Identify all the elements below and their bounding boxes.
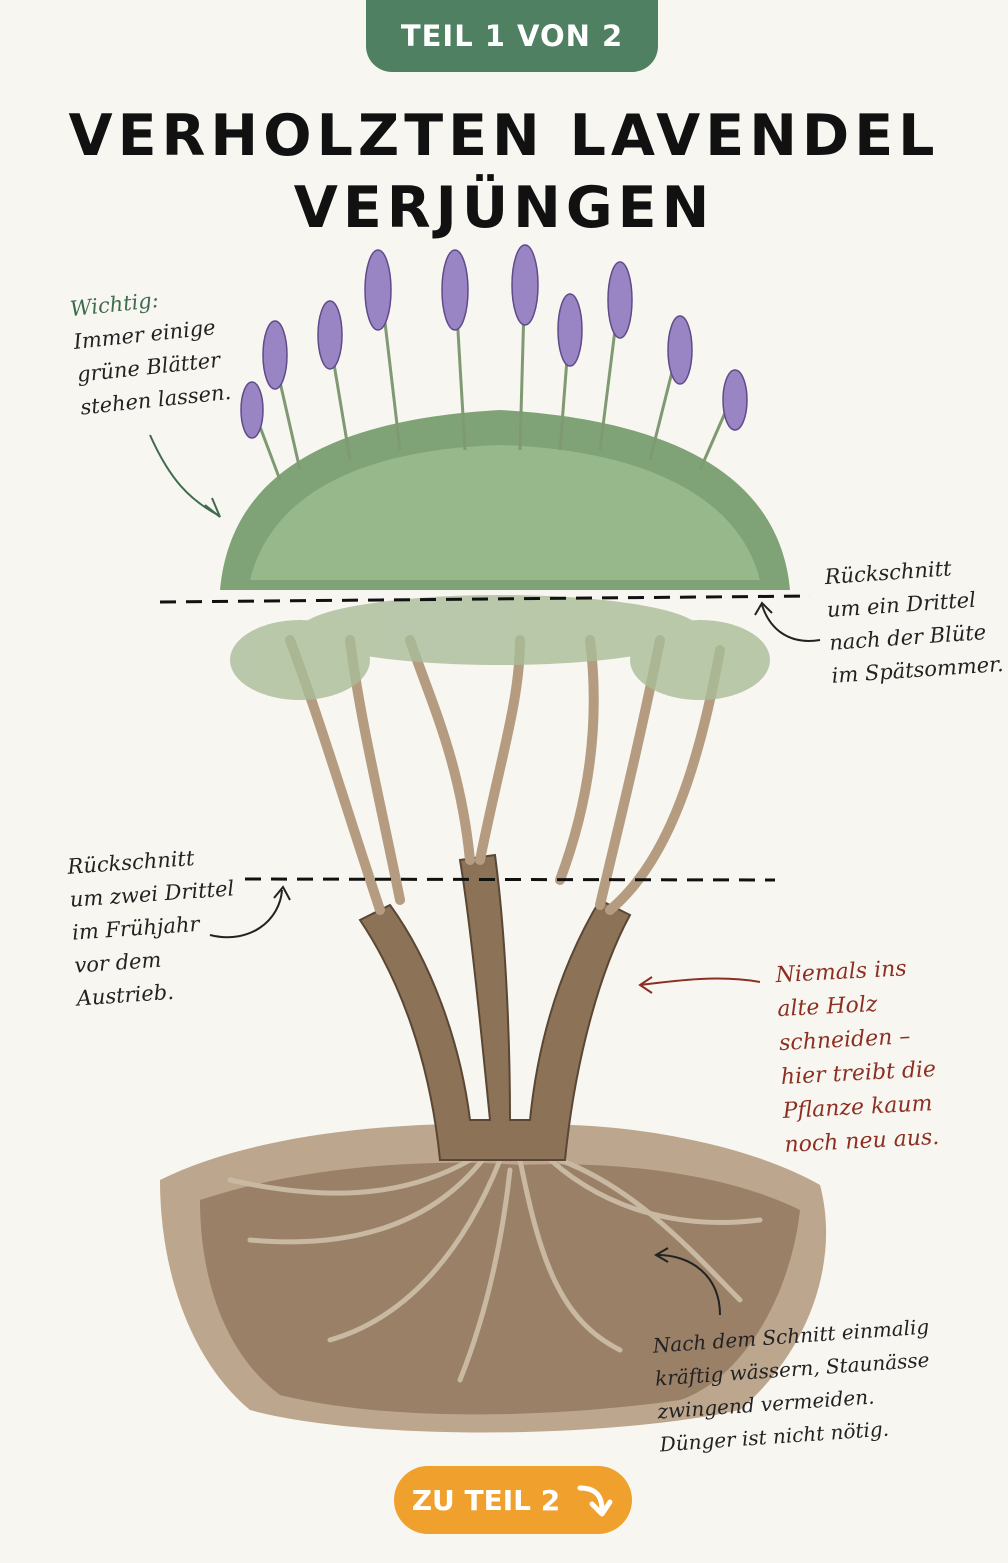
important-arrowhead bbox=[204, 497, 221, 518]
cut-line-spring bbox=[244, 877, 776, 882]
watering-arrowhead bbox=[654, 1247, 669, 1263]
watering-note: Nach dem Schnitt einmalig kräftig wässer… bbox=[652, 1311, 937, 1462]
spring-arrowhead bbox=[273, 885, 291, 901]
upper-foliage bbox=[220, 410, 790, 590]
warning-arrow bbox=[639, 977, 761, 986]
roots bbox=[227, 1147, 763, 1383]
important-note: Wichtig: Immer einige grüne Blätter steh… bbox=[69, 277, 233, 424]
flower-spikes bbox=[240, 244, 748, 439]
part-indicator-tab: TEIL 1 VON 2 bbox=[366, 0, 658, 72]
next-part-button[interactable]: ZU TEIL 2 bbox=[394, 1466, 632, 1534]
part-indicator-label: TEIL 1 VON 2 bbox=[400, 19, 624, 53]
curved-arrow-down-icon bbox=[577, 1485, 613, 1517]
page-title-line-2: VERJÜNGEN bbox=[293, 175, 715, 241]
soil-shadow bbox=[200, 1162, 800, 1415]
watering-arrow bbox=[657, 1254, 721, 1316]
spring-arrow bbox=[209, 889, 283, 939]
summer-arrowhead bbox=[754, 601, 773, 616]
cut-line-summer bbox=[159, 594, 811, 604]
page-title: VERHOLZTEN LAVENDEL VERJÜNGEN bbox=[0, 100, 1008, 244]
lower-foliage bbox=[230, 595, 770, 700]
spring-cut-note: Rückschnitt um zwei Drittel im Frühjahr … bbox=[66, 839, 242, 1015]
important-arrow bbox=[149, 434, 219, 516]
summer-arrow bbox=[761, 604, 821, 642]
summer-cut-note: Rückschnitt um ein Drittel nach der Blüt… bbox=[824, 549, 1005, 693]
warning-arrowhead bbox=[638, 976, 653, 994]
page-title-line-1: VERHOLZTEN LAVENDEL bbox=[68, 103, 940, 169]
next-part-button-label: ZU TEIL 2 bbox=[411, 1483, 561, 1517]
warning-note: Niemals ins alte Holz schneiden – hier t… bbox=[775, 951, 941, 1163]
